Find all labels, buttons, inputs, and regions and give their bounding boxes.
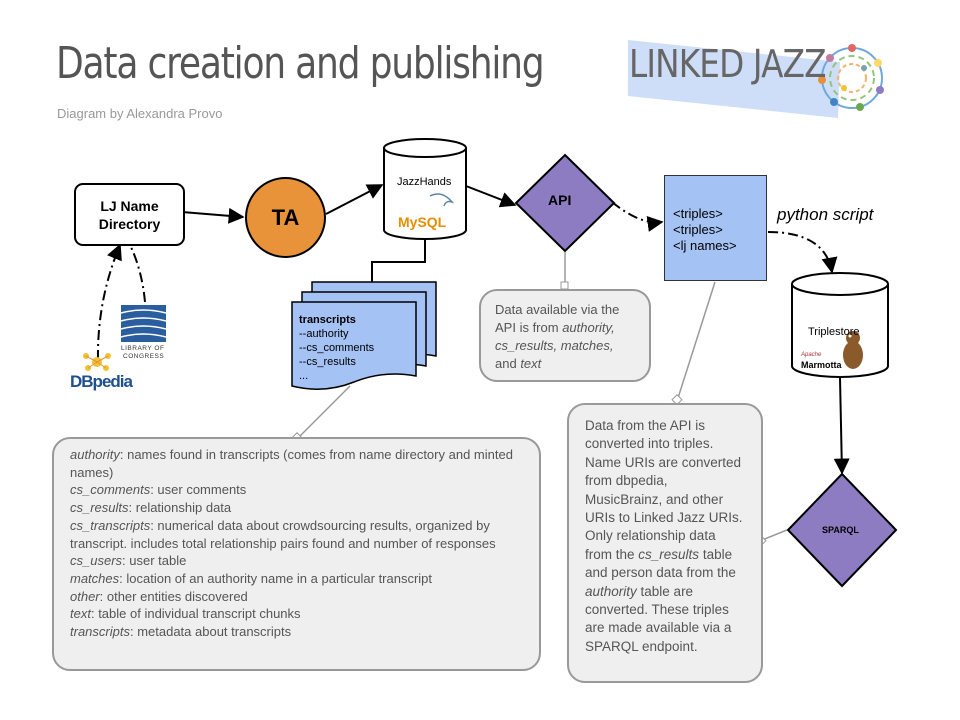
marmotta-mascot-icon (843, 331, 863, 369)
api-diamond (514, 153, 616, 253)
jazzhands-database (383, 138, 467, 240)
sparql-label: SPARQL (822, 525, 859, 535)
edge-api-to-triples (611, 201, 664, 232)
table-entry: cs_comments: user comments (70, 481, 523, 499)
table-entry: other: other entities discovered (70, 588, 523, 606)
table-entry-desc: : relationship data (128, 500, 232, 516)
edge-lj-to-ta (181, 207, 245, 224)
conversion-note-part2: table and person data from the (585, 546, 736, 581)
table-entry: cs_transcripts: numerical data about cro… (70, 517, 523, 552)
table-entry-desc: : table of individual transcript chunks (90, 606, 301, 622)
edge-triplestore-to-sparql (833, 377, 850, 475)
table-entry-desc: : user table (122, 553, 187, 569)
tables-note-leader (297, 385, 351, 439)
table-entry-desc: : names found in transcripts (comes from… (70, 447, 513, 480)
transcripts-item: --cs_comments (299, 342, 375, 354)
jazzhands-label: JazzHands (397, 176, 452, 188)
api-note-and: and (495, 356, 521, 371)
sparql-diamond (786, 472, 898, 588)
lj-names-line: <lj names> (673, 238, 737, 253)
triplestore-database (791, 272, 889, 378)
api-note-cs-results: cs_results, matches, (495, 338, 614, 353)
table-entry: cs_users: user table (70, 552, 523, 570)
conversion-note-leader (677, 281, 716, 399)
conversion-note-part1: Data from the API is converted into trip… (585, 418, 743, 562)
edge-jazzhands-to-transcripts (371, 238, 426, 287)
api-note: Data available via the API is from autho… (479, 289, 651, 382)
api-label: API (548, 192, 572, 208)
transcripts-document-stack (291, 281, 437, 390)
api-note-anchor (560, 281, 569, 290)
table-entry-name: text (70, 606, 91, 622)
triplestore-label: Triplestore (808, 326, 860, 338)
table-entry-name: transcripts (70, 624, 130, 640)
table-entry: authority: names found in transcripts (c… (70, 446, 523, 481)
edge-loc-to-lj (129, 244, 146, 303)
marmotta-logo-text: Marmotta (801, 360, 842, 370)
edge-triples-to-triplestore (767, 231, 838, 274)
table-entry: cs_results: relationship data (70, 499, 523, 517)
marmotta-apache-text: Apache (801, 352, 822, 358)
conversion-note: Data from the API is converted into trip… (567, 403, 763, 683)
table-entry: text: table of individual transcript chu… (70, 605, 523, 623)
transcripts-heading: transcripts (299, 314, 356, 326)
loc-logo-text-line1: LIBRARY OF (121, 345, 165, 352)
triples-line: <triples> (673, 222, 723, 237)
table-entry: matches: location of an authority name i… (70, 570, 523, 588)
conversion-note-cs-results: cs_results (638, 546, 700, 562)
mysql-logo-text: MySQL (398, 214, 447, 230)
triples-box: <triples> <triples> <lj names> (664, 175, 767, 281)
transcripts-document-text: transcripts --authority --cs_comments --… (299, 313, 374, 383)
table-entry-desc: : user comments (150, 482, 247, 498)
table-entry-desc: : location of an authority name in a par… (119, 570, 433, 586)
edge-ta-to-jazzhands (325, 184, 384, 215)
python-script-label: python script (777, 205, 874, 224)
tables-note: authority: names found in transcripts (c… (52, 437, 541, 671)
loc-logo-text-line2: CONGRESS (123, 353, 165, 360)
mysql-dolphin-icon (429, 193, 455, 207)
page-title: Data creation and publishing (56, 38, 545, 89)
dbpedia-icon (83, 353, 111, 371)
table-entry-name: cs_comments (70, 482, 151, 498)
table-entry-name: cs_users (70, 553, 123, 569)
table-entry-name: other (70, 588, 100, 604)
table-entry-desc: : numerical data about crowdsourcing res… (70, 517, 496, 551)
conversion-note-authority: authority (585, 583, 637, 599)
api-note-authority: authority, (562, 320, 615, 335)
ta-node: TA (245, 177, 326, 258)
diagram-credit: Diagram by Alexandra Provo (57, 106, 223, 121)
lj-name-directory-box: LJ Name Directory (74, 183, 185, 246)
table-entry-name: authority (70, 447, 120, 462)
conversion-sparql-leader (761, 529, 788, 541)
transcripts-item: --authority (299, 328, 349, 340)
table-entry-name: cs_results (70, 500, 129, 516)
transcripts-item: ... (299, 370, 309, 382)
edge-jazzhands-to-api (465, 185, 517, 208)
api-note-text: text (520, 356, 542, 371)
conversion-note-anchor (671, 394, 683, 406)
library-of-congress-icon (120, 305, 167, 342)
logo-text: LINKED JAZZ (629, 42, 827, 86)
table-entry-name: matches (70, 570, 120, 586)
triples-line: <triples> (673, 206, 723, 221)
transcripts-item: --cs_results (299, 356, 356, 368)
dbpedia-logo-text: DBpedia (70, 372, 133, 391)
edge-dbpedia-to-lj (96, 243, 122, 361)
table-entry: transcripts: metadata about transcripts (70, 623, 523, 641)
table-entry-name: cs_transcripts (70, 517, 151, 533)
api-note-prefix: Data available via the API is from (495, 302, 620, 335)
table-entry-desc: : other entities discovered (99, 588, 248, 604)
conversion-note-part3: table are converted. These triples are m… (585, 583, 732, 654)
table-entry-desc: : metadata about transcripts (129, 624, 292, 640)
